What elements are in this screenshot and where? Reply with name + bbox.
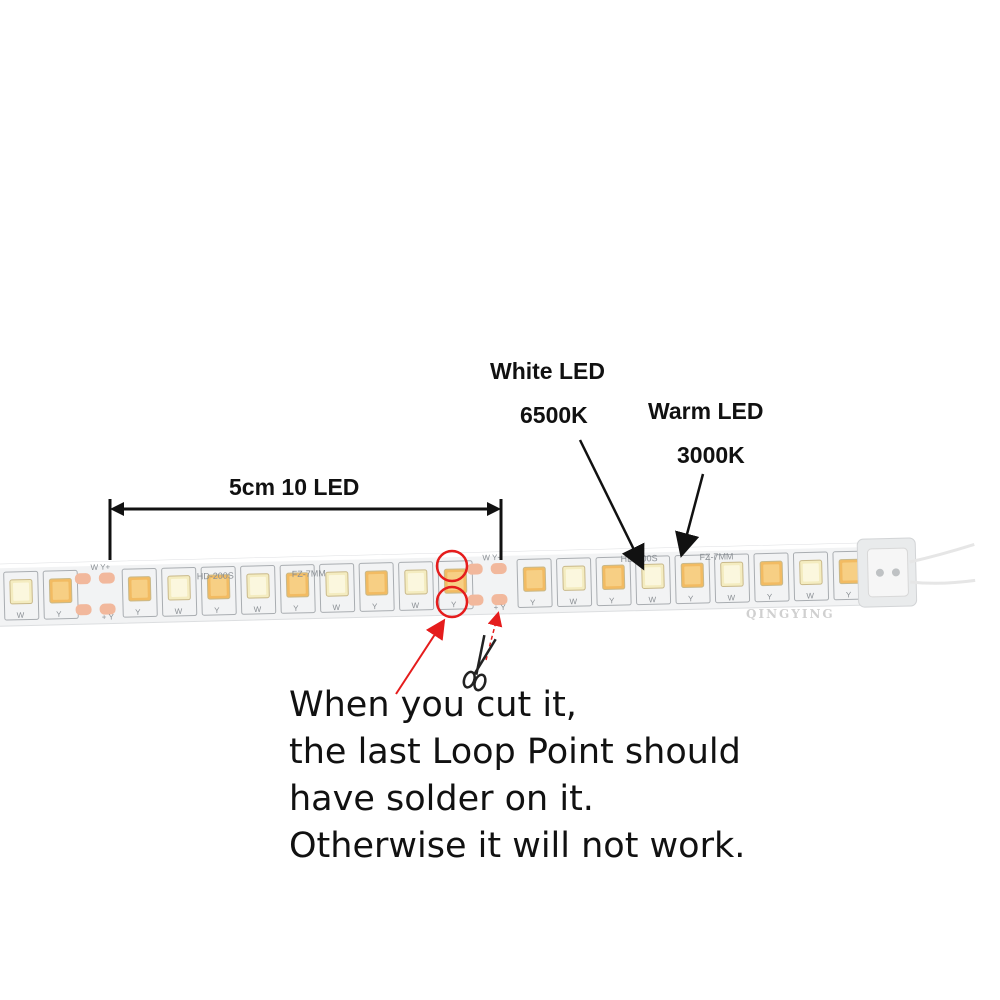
strip-width-print: FZ-7MM: [699, 551, 733, 562]
led-chip-face: [368, 573, 385, 593]
white-led-label: White LED: [490, 358, 605, 384]
caption-line: the last Loop Point should: [289, 732, 741, 772]
loop-point-circle-top: [435, 549, 469, 583]
solder-pad: [99, 603, 116, 615]
led-mark: Y: [530, 598, 536, 607]
led-chip-face: [249, 576, 267, 596]
led-mark: W: [333, 603, 341, 612]
led-chip-face: [12, 582, 30, 601]
led-mark: W: [411, 601, 419, 610]
led-chip-face: [723, 565, 741, 584]
led-chip-face: [170, 578, 188, 598]
led-chip-face: [52, 581, 69, 600]
led-outline: [753, 552, 790, 603]
led-chip-face: [526, 569, 543, 589]
led-mark: W: [254, 605, 262, 614]
led-mark: Y: [56, 610, 62, 619]
warm-led-temp: 3000K: [677, 442, 745, 468]
led-mark: Y: [135, 608, 141, 617]
led-mark: Y: [451, 600, 457, 609]
led-chip-face: [131, 579, 148, 598]
led-mark: Y: [293, 604, 299, 613]
led-outline: [713, 553, 751, 604]
segment-length-label: 5cm 10 LED: [229, 474, 360, 500]
led-mark: W: [569, 597, 577, 606]
led-mark: W: [175, 607, 183, 616]
watermark: QINGYING: [746, 607, 835, 621]
led-outline: [556, 557, 593, 608]
led-outline: [635, 555, 672, 606]
strip-model-print: HD-200S: [197, 571, 234, 582]
led-mark: Y: [846, 590, 852, 599]
led-mark: W: [727, 593, 735, 602]
led-outline: [358, 562, 395, 612]
led-outline: [161, 566, 198, 617]
white-led-temp: 6500K: [520, 402, 588, 428]
led-strip: W Y Y W Y W Y W Y W Y Y W Y W Y W Y W Y W Y+ + Y W Y+ + Y HD-200…: [0, 537, 976, 628]
led-outline: [595, 556, 632, 607]
led-chip-face: [328, 574, 346, 594]
led-chip-face: [289, 575, 306, 595]
led-mark: W: [806, 591, 814, 600]
warm-led-arrow: [675, 473, 705, 558]
pad-label: + Y: [102, 612, 115, 621]
pad-label: W Y+: [482, 553, 502, 562]
led-outline: [42, 569, 79, 620]
led-chip-face: [763, 564, 780, 583]
solder-pad: [491, 593, 508, 606]
strip-width-print: FZ-7MM: [292, 568, 326, 579]
loop-point-arrow: [395, 618, 446, 695]
warm-led-label: Warm LED: [648, 398, 764, 424]
led-chip-face: [842, 562, 859, 581]
led-outline: [516, 558, 553, 609]
led-outline: [121, 567, 158, 618]
pad-label: + Y: [494, 603, 507, 612]
solder-pad: [466, 563, 483, 575]
led-outline: [319, 563, 356, 613]
led-outline: [398, 561, 435, 611]
scissors-icon: [462, 634, 497, 692]
loop-point-circle-bottom: [435, 585, 469, 619]
led-chip-face: [684, 566, 701, 585]
led-mark: Y: [609, 596, 615, 605]
white-led-arrow: [578, 439, 645, 571]
led-mark: Y: [372, 602, 378, 611]
led-chip-face: [565, 569, 583, 588]
led-mark: Y: [767, 592, 773, 601]
led-mark: Y: [688, 594, 694, 603]
instruction-caption: When you cut it, the last Loop Point sho…: [289, 682, 745, 870]
led-mark: W: [648, 595, 656, 604]
led-chip-face: [407, 572, 425, 592]
solder-pad: [75, 604, 92, 616]
led-outline: [437, 560, 474, 610]
led-chip-face: [802, 563, 820, 582]
caption-line: Otherwise it will not work.: [289, 826, 746, 866]
led-chips: W Y Y W Y W Y W Y W Y Y W Y W Y W Y W Y W Y+ + Y W Y+ + Y HD-200…: [3, 550, 869, 622]
led-chip-face: [605, 568, 622, 587]
led-outline: [200, 566, 237, 616]
led-mark: W: [17, 611, 25, 620]
solder-pad: [467, 594, 484, 606]
led-outline: [240, 565, 277, 615]
caption-line: When you cut it,: [289, 685, 577, 725]
led-outline: [3, 570, 40, 621]
solder-pad: [74, 573, 91, 585]
led-chip-face: [644, 567, 662, 586]
solder-pad: [98, 572, 115, 584]
led-chip-face: [210, 577, 227, 597]
pad-label: W Y+: [90, 563, 110, 572]
led-outline: [279, 564, 316, 614]
segment-dimension: [108, 499, 503, 560]
led-outline: [792, 551, 830, 602]
caption-line: have solder on it.: [289, 779, 594, 819]
solder-pad: [490, 562, 507, 575]
led-mark: Y: [214, 606, 220, 615]
